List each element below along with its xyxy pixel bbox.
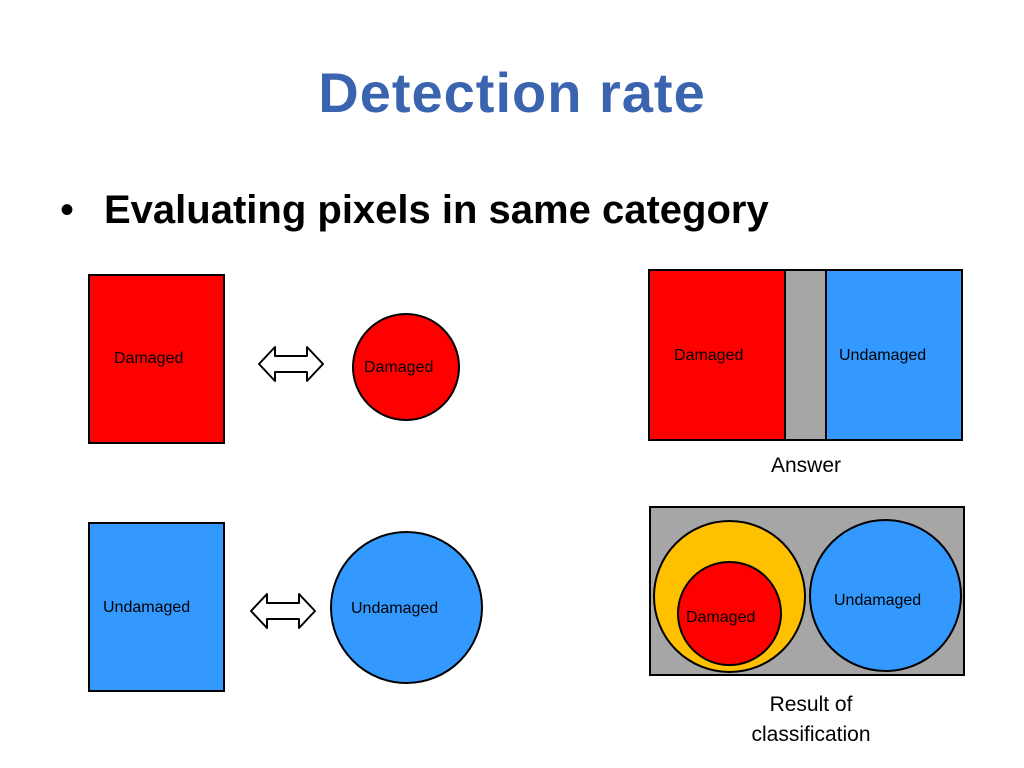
result-undamaged-circle [809, 519, 962, 672]
damaged-rect [88, 274, 225, 444]
double-arrow-icon [258, 346, 324, 382]
double-arrow-icon [250, 593, 316, 629]
result-damaged-circle [677, 561, 782, 666]
answer-damaged-label: Damaged [674, 347, 744, 364]
damaged-rect-label: Damaged [114, 350, 184, 367]
undamaged-rect [88, 522, 225, 692]
damaged-circle [352, 313, 460, 421]
result-damaged-label: Damaged [686, 609, 756, 626]
slide-title: Detection rate [318, 61, 706, 124]
result-caption-line1: Result of [769, 693, 853, 716]
undamaged-rect-label: Undamaged [103, 599, 191, 616]
answer-undamaged-label: Undamaged [839, 347, 927, 364]
answer-damaged-block [648, 269, 786, 441]
bullet-text: Evaluating pixels in same category [104, 188, 769, 232]
damaged-circle-label: Damaged [364, 359, 434, 376]
result-caption-line2: classification [751, 723, 871, 746]
bullet-marker: • [60, 188, 75, 232]
result-caption: Result of classification [706, 690, 916, 750]
undamaged-circle [330, 531, 483, 684]
result-undamaged-label: Undamaged [834, 592, 922, 609]
answer-undamaged-block [825, 269, 963, 441]
undamaged-circle-label: Undamaged [351, 600, 439, 617]
bullet-item: • Evaluating pixels in same category [60, 188, 769, 233]
answer-caption: Answer [770, 454, 842, 477]
